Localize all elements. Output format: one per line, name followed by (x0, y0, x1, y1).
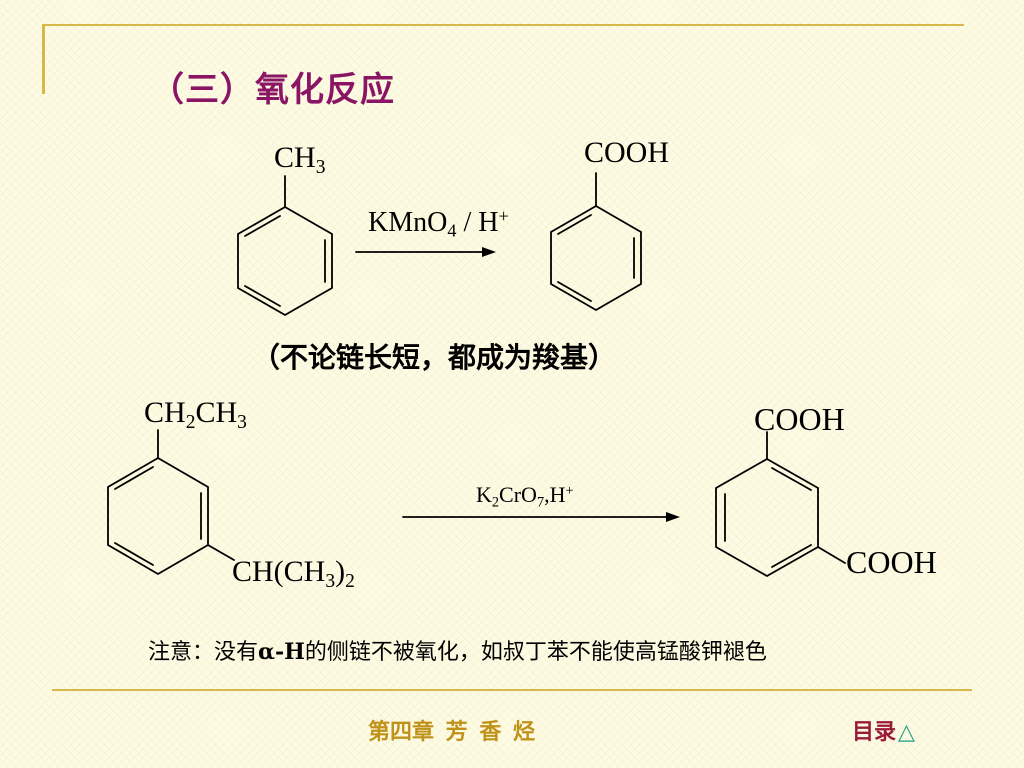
ethyl-substituent-label: CH2CH3 (144, 396, 247, 433)
footer-divider (52, 689, 972, 691)
benzoic-acid-cooh-label: COOH (584, 136, 670, 169)
toc-label: 目录 (852, 719, 897, 745)
carboxyl-bond-3 (817, 546, 846, 564)
isophthalic-acid-ring (715, 457, 819, 578)
reagent2-label: K2CrO7,H+ (476, 482, 574, 511)
isopropyl-substituent-label: CH(CH3)2 (232, 555, 355, 592)
reagent1-label: KMnO4 / H+ (368, 206, 509, 241)
toluene-ring (237, 205, 333, 317)
arrow1-head (482, 247, 496, 257)
toc-link[interactable]: 目录△ (852, 714, 915, 746)
toluene-methyl-label: CH3 (274, 141, 326, 178)
note-chain-length: （不论链长短，都成为羧基） (252, 341, 617, 374)
isopropyl-bond (207, 544, 235, 561)
arrow2-head (666, 512, 680, 522)
product-cooh-side-label: COOH (846, 544, 937, 580)
frame-left-line (42, 24, 45, 94)
frame-top-line (42, 24, 964, 26)
benzoic-acid-ring (550, 204, 642, 312)
toc-triangle-icon: △ (898, 719, 915, 745)
substrate-ring (107, 456, 209, 576)
footer-chapter-label: 第四章 芳 香 烃 (368, 719, 535, 745)
slide-title: （三）氧化反应 (150, 70, 395, 110)
note-alpha-hydrogen: 注意：没有α-H的侧链不被氧化，如叔丁苯不能使高锰酸钾褪色 (148, 639, 767, 665)
product-cooh-top-label: COOH (754, 401, 845, 437)
